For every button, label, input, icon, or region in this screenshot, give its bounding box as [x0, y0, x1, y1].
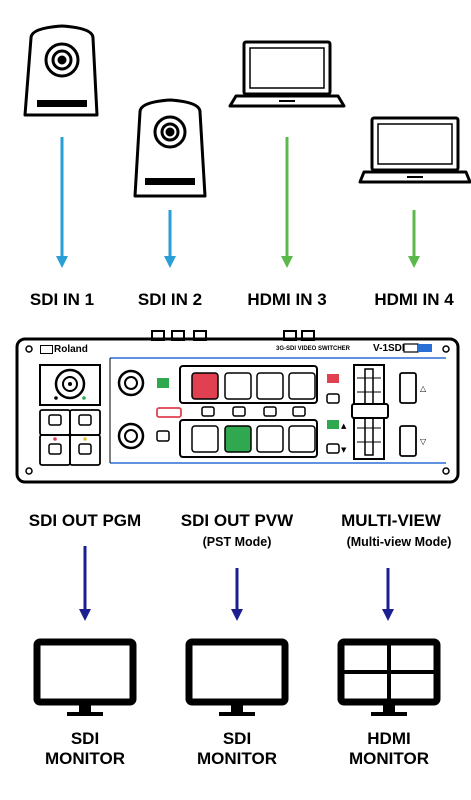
pvw-button-2 [224, 425, 252, 453]
model-caption: 3G-SDI VIDEO SWITCHER [276, 346, 351, 352]
output-arrows [79, 546, 394, 621]
laptop-1-icon [228, 40, 346, 108]
model-name: V-1SDI [373, 343, 405, 354]
brand-name: Roland [54, 344, 88, 355]
input-arrows [56, 137, 420, 268]
brand-logo: Roland [40, 344, 88, 355]
label-sdi-in-2: SDI IN 2 [137, 290, 203, 309]
svg-text:▼: ▼ [341, 446, 347, 454]
svg-text:▲: ▲ [341, 422, 347, 430]
label-sdi-out-pgm: SDI OUT PGM [28, 511, 142, 530]
pgm-button-1 [191, 372, 219, 400]
label-sdi-out-pvw: SDI OUT PVW [180, 511, 294, 530]
laptop-2-icon [358, 116, 471, 184]
label-hdmi-in-4: HDMI IN 4 [374, 290, 454, 309]
t-bar-fader-icon [351, 364, 389, 460]
ptz-camera-1-icon [23, 24, 99, 117]
label-multi-view: MULTI-VIEW [341, 511, 441, 530]
monitor-3-multiview-icon [337, 638, 441, 716]
monitor-1-label-line1: SDI [70, 729, 100, 748]
label-hdmi-in-3: HDMI IN 3 [247, 290, 327, 309]
monitor-2-label-line1: SDI [222, 729, 252, 748]
monitor-1-label-line2: MONITOR [45, 749, 125, 768]
monitor-3-label-line2: MONITOR [349, 749, 429, 768]
ptz-camera-2-icon [133, 98, 207, 198]
svg-text:▽: ▽ [420, 437, 427, 446]
monitor-2-icon [185, 638, 289, 716]
label-pst-mode: (PST Mode) [202, 535, 272, 549]
label-sdi-in-1: SDI IN 1 [29, 290, 95, 309]
svg-text:△: △ [420, 384, 427, 393]
label-multi-view-mode: (Multi-view Mode) [346, 535, 452, 549]
monitor-2-label-line2: MONITOR [197, 749, 277, 768]
switcher-device: ▲ ▼ △ ▽ [15, 330, 460, 484]
monitor-1-icon [33, 638, 137, 716]
monitor-3-label-line1: HDMI [367, 729, 411, 748]
